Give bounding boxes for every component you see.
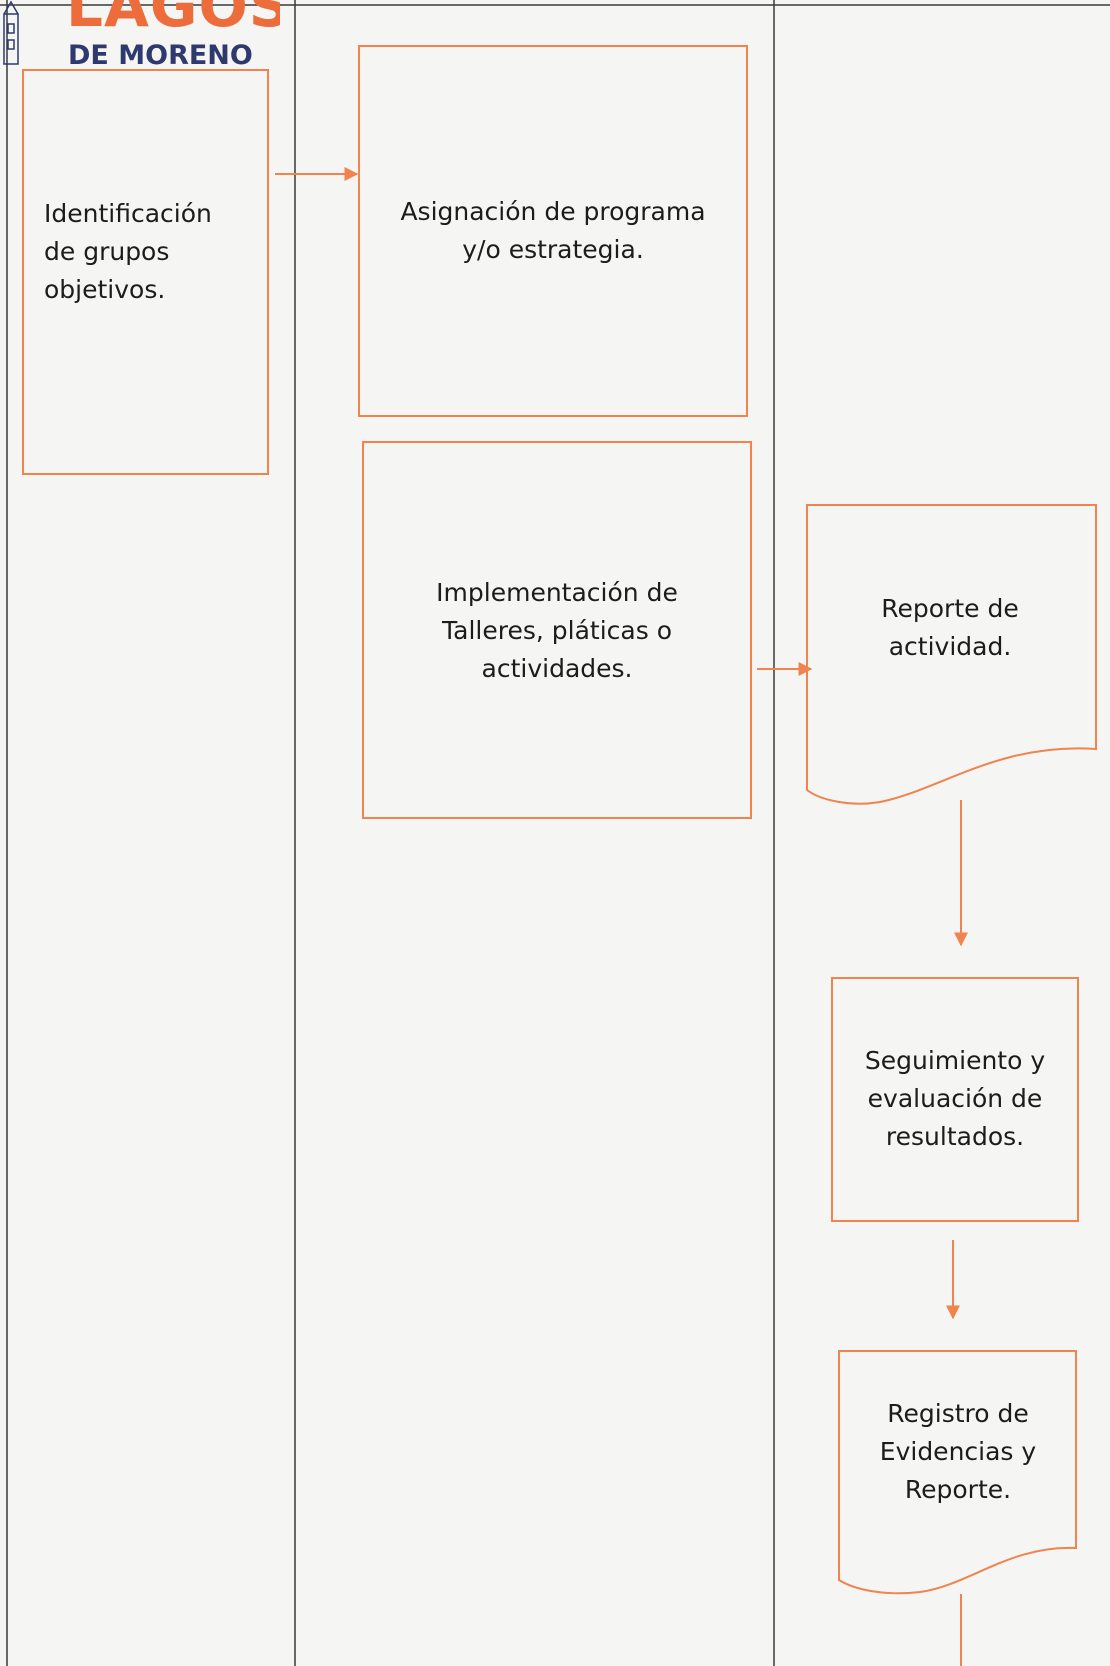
registro-label: Registro de Evidencias y Reporte.	[879, 1399, 1037, 1504]
registro-document	[838, 1350, 1077, 1595]
identificacion-box	[22, 69, 269, 475]
identificacion-label: Identificación de grupos objetivos.	[44, 199, 212, 304]
implementacion-label: Implementación de Talleres, pláticas o a…	[436, 578, 678, 683]
reporte-actividad-document	[806, 504, 1097, 805]
seguimiento-label: Seguimiento y evaluación de resultados.	[864, 1046, 1046, 1151]
implementacion-box	[362, 441, 752, 819]
logo-line-2: DE MORENO	[68, 40, 253, 71]
logo-tower-icon	[3, 0, 19, 65]
asignacion-label: Asignación de programa y/o estrategia.	[400, 197, 706, 264]
lagos-de-moreno-logo: LAGOS DE MORENO	[0, 0, 280, 72]
asignacion-box	[358, 45, 748, 417]
reporte-actividad-label: Reporte de actividad.	[881, 594, 1019, 661]
logo-line-1: LAGOS	[66, 0, 280, 40]
seguimiento-box	[831, 977, 1079, 1222]
